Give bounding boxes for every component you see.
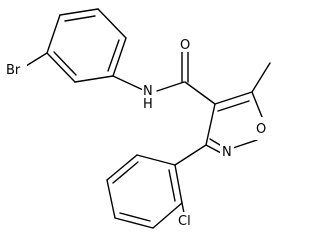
c-cl-bond: [181, 202, 185, 214]
nh-carbonyl-bond: [156, 81, 185, 92]
bromophenyl-ring: [46, 8, 127, 83]
chlorine-label: Cl: [178, 214, 191, 229]
carbonyl-isoxazole-bond: [184, 81, 216, 105]
c-br-bond: [25, 52, 48, 67]
chemical-structure-diagram: Br N H O O N Cl: [5, 8, 271, 229]
ring-oxygen-label: O: [256, 122, 266, 137]
bromine-label: Br: [6, 63, 21, 78]
isoxazole-chlorophenyl-bond: [174, 144, 207, 166]
methyl-bond: [251, 62, 271, 93]
carbonyl-double-bond: [181, 51, 189, 83]
ring-nitrogen-label: N: [222, 145, 232, 160]
ring-nh-bond: [112, 75, 144, 91]
amide-nitrogen-label: N: [143, 84, 153, 99]
isoxazole-ring: [205, 91, 263, 154]
carbonyl-oxygen-label: O: [180, 38, 190, 53]
amide-hydrogen-label: H: [143, 97, 153, 112]
chlorophenyl-ring: [106, 154, 183, 229]
